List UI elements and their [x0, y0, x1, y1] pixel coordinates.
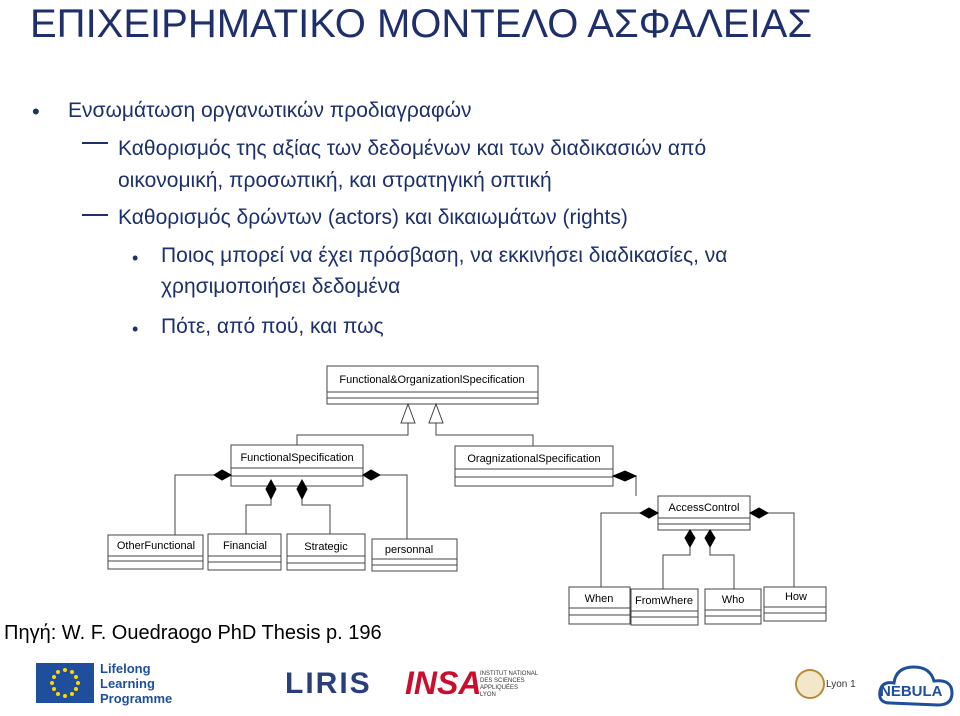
slide-title: ΕΠΙΧΕΙΡΗΜΑΤΙΚΟ ΜΟΝΤΕΛΟ ΑΣΦΑΛΕΙΑΣ — [30, 2, 813, 46]
class-personnal-label: personnal — [385, 544, 433, 556]
class-how-label: How — [785, 591, 807, 603]
class-fromwhere-label: FromWhere — [635, 595, 693, 607]
class-strategic-label: Strategic — [304, 541, 348, 553]
sub-sub-item: Ποιος μπορεί να έχει πρόσβαση, να εκκινή… — [161, 244, 728, 267]
sub-item: Καθορισμός της αξίας των δεδομένων και τ… — [118, 137, 707, 160]
sub-sub-item: Πότε, από πού, και πως — [161, 315, 384, 338]
sub-sub-item-cont: χρησιμοποιήσει δεδομένα — [161, 275, 401, 298]
class-access-label: AccessControl — [669, 502, 740, 514]
source-citation: Πηγή: W. F. Ouedraogo PhD Thesis p. 196 — [4, 622, 382, 644]
bullet-dot: • — [132, 319, 139, 339]
sub-item: Καθορισμός δρώντων (actors) και δικαιωμά… — [118, 206, 628, 229]
liris-logo: LIRIS — [285, 667, 372, 700]
lyon1-emblem-icon — [795, 669, 825, 699]
class-root-label: Functional&OrganizationlSpecification — [339, 374, 524, 386]
uml-class-diagram: Functional&OrganizationlSpecification Fu… — [107, 365, 827, 626]
sub-item-cont: οικονομική, προσωπική, και στρατηγική οπ… — [118, 169, 552, 192]
dash-marker — [82, 214, 108, 216]
nebula-logo: NEBULA — [876, 659, 956, 711]
bullet-dot: • — [32, 99, 40, 124]
bullet-item: Ενσωμάτωση οργανωτικών προδιαγραφών — [68, 99, 472, 122]
class-when-label: When — [585, 593, 614, 605]
lyon1-logo-text: Lyon 1 — [826, 679, 856, 690]
dash-marker — [82, 142, 108, 144]
nebula-logo-text: NEBULA — [880, 683, 943, 700]
class-organizational-label: OragnizationalSpecification — [467, 453, 600, 465]
cloud-icon — [878, 665, 954, 707]
eu-flag-icon — [36, 663, 94, 703]
bullet-dot: • — [132, 248, 139, 268]
insa-logo: INSA — [405, 665, 482, 701]
class-functional-label: FunctionalSpecification — [240, 452, 353, 464]
class-other-label: OtherFunctional — [117, 540, 195, 552]
class-who-label: Who — [722, 594, 745, 606]
class-financial-label: Financial — [223, 540, 267, 552]
